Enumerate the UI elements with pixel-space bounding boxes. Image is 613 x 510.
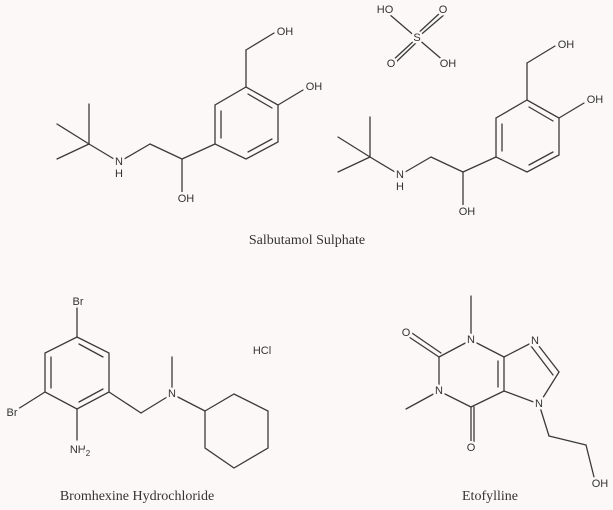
etofylline-molecule: N O N O N N OH: [399, 295, 611, 493]
atom-br: Br: [7, 407, 18, 419]
atom-oh: OH: [459, 206, 476, 218]
atom-s: S: [413, 32, 420, 44]
atom-n: N: [115, 156, 123, 168]
salbutamol-molecule-right: N H OH OH OH: [337, 37, 606, 221]
caption-salbutamol-sulphate: Salbutamol Sulphate: [249, 233, 365, 248]
atom-n: N: [435, 385, 443, 397]
atom-o: O: [387, 58, 396, 70]
atom-oh: OH: [277, 26, 294, 38]
atom-o: O: [467, 442, 476, 454]
atom-ho: HO: [377, 4, 394, 16]
caption-bromhexine-hydrochloride: Bromhexine Hydrochloride: [60, 489, 214, 504]
hcl-label: HCl: [253, 345, 271, 357]
atom-n: N: [535, 398, 543, 410]
atom-n: N: [396, 169, 404, 181]
atom-o: O: [402, 327, 411, 339]
bromhexine-molecule: Br Br N HCl NH2: [4, 294, 274, 469]
atom-nh2: NH2: [70, 444, 91, 458]
atom-h: H: [396, 181, 404, 193]
caption-etofylline: Etofylline: [462, 489, 518, 504]
atom-h: H: [115, 168, 123, 180]
atom-oh: OH: [592, 478, 609, 490]
atom-n: N: [531, 335, 539, 347]
atom-br: Br: [73, 296, 84, 308]
atom-oh: OH: [587, 94, 604, 106]
atom-n: N: [467, 334, 475, 346]
sulfuric-acid: HO O S O OH: [374, 2, 459, 73]
atom-oh: OH: [440, 58, 457, 70]
atom-oh: OH: [178, 193, 195, 205]
atom-oh: OH: [558, 39, 575, 51]
atom-o: O: [439, 4, 448, 16]
atom-n: N: [168, 388, 176, 400]
salbutamol-molecule-left: N H OH OH OH: [56, 24, 325, 208]
atom-oh: OH: [306, 81, 323, 93]
